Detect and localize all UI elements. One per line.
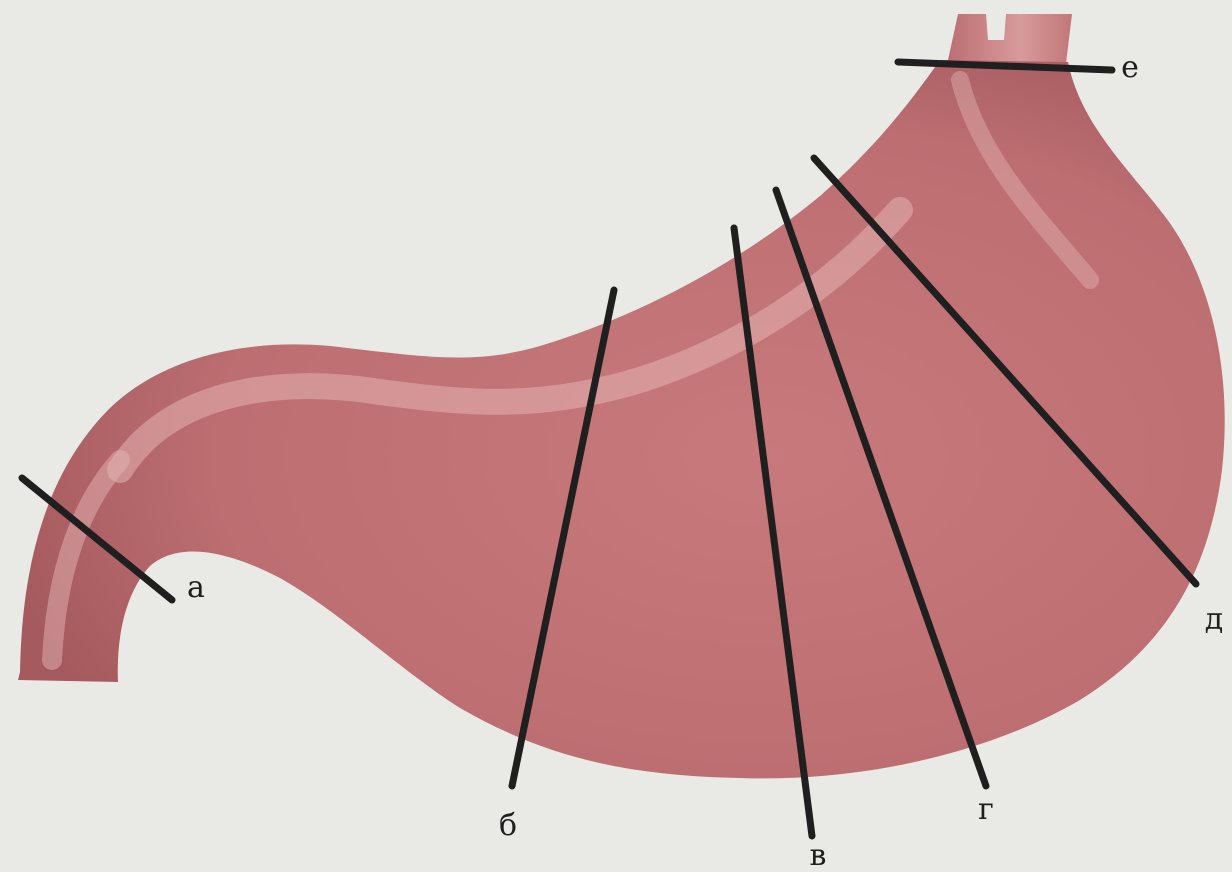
- leader-line-e: [898, 62, 1112, 70]
- label-a: а: [187, 573, 205, 603]
- label-e: е: [1121, 53, 1139, 83]
- label-v: в: [810, 841, 827, 871]
- label-g: г: [978, 795, 994, 825]
- label-d: д: [1205, 605, 1223, 635]
- label-b: б: [499, 811, 517, 841]
